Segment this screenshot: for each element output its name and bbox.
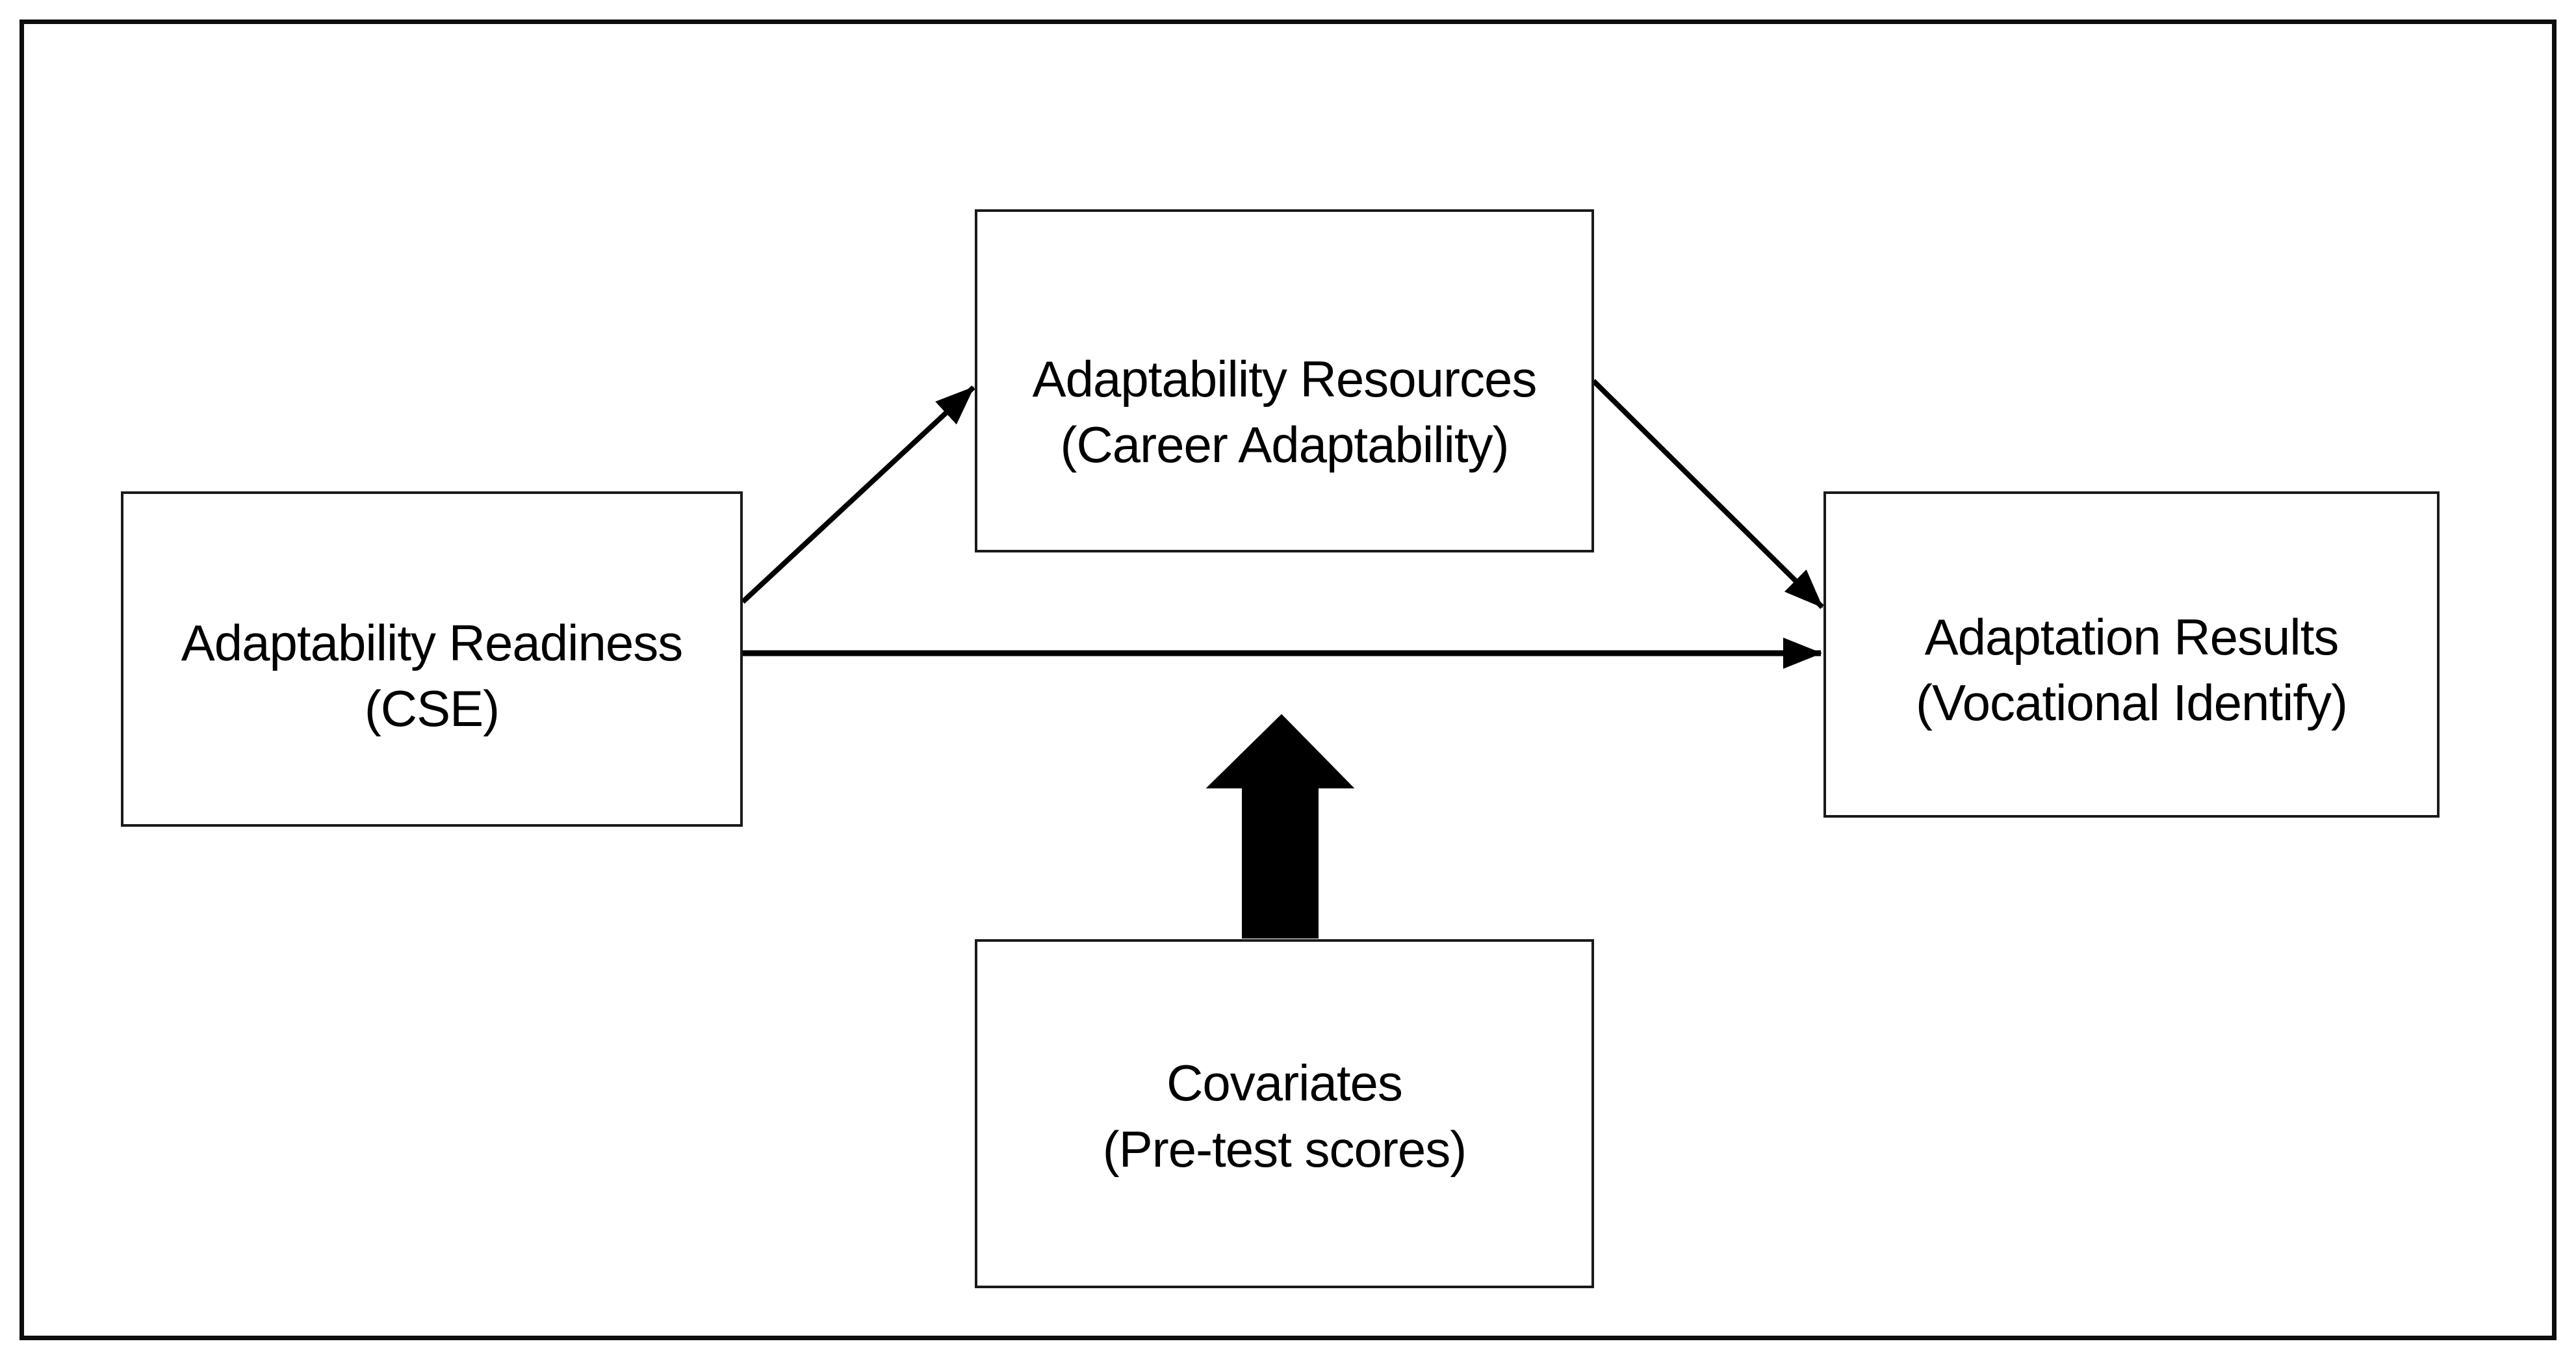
node-covariates-line1: Covariates xyxy=(1166,1054,1403,1112)
node-adaptability-readiness-line2: (CSE) xyxy=(364,680,500,737)
node-covariates: Covariates (Pre-test scores) xyxy=(975,939,1594,1288)
node-adaptability-resources-line2: (Career Adaptability) xyxy=(1060,416,1510,473)
arrow-resources-to-results xyxy=(1591,379,1824,609)
node-adaptation-results-line1: Adaptation Results xyxy=(1924,608,2339,666)
node-adaptation-results-line2: (Vocational Identify) xyxy=(1915,674,2348,731)
outer-border xyxy=(19,19,2557,1340)
arrow-readiness-to-resources xyxy=(741,385,975,604)
node-adaptability-readiness-line1: Adaptability Readiness xyxy=(181,614,683,671)
node-adaptability-resources: Adaptability Resources (Career Adaptabil… xyxy=(975,209,1594,552)
node-adaptation-results: Adaptation Results (Vocational Identify) xyxy=(1823,491,2440,818)
node-adaptability-readiness: Adaptability Readiness (CSE) xyxy=(121,491,743,827)
covariates-up-block-arrow-icon xyxy=(1205,714,1355,939)
node-covariates-line2: (Pre-test scores) xyxy=(1102,1120,1467,1178)
node-adaptability-resources-line1: Adaptability Resources xyxy=(1032,350,1538,408)
